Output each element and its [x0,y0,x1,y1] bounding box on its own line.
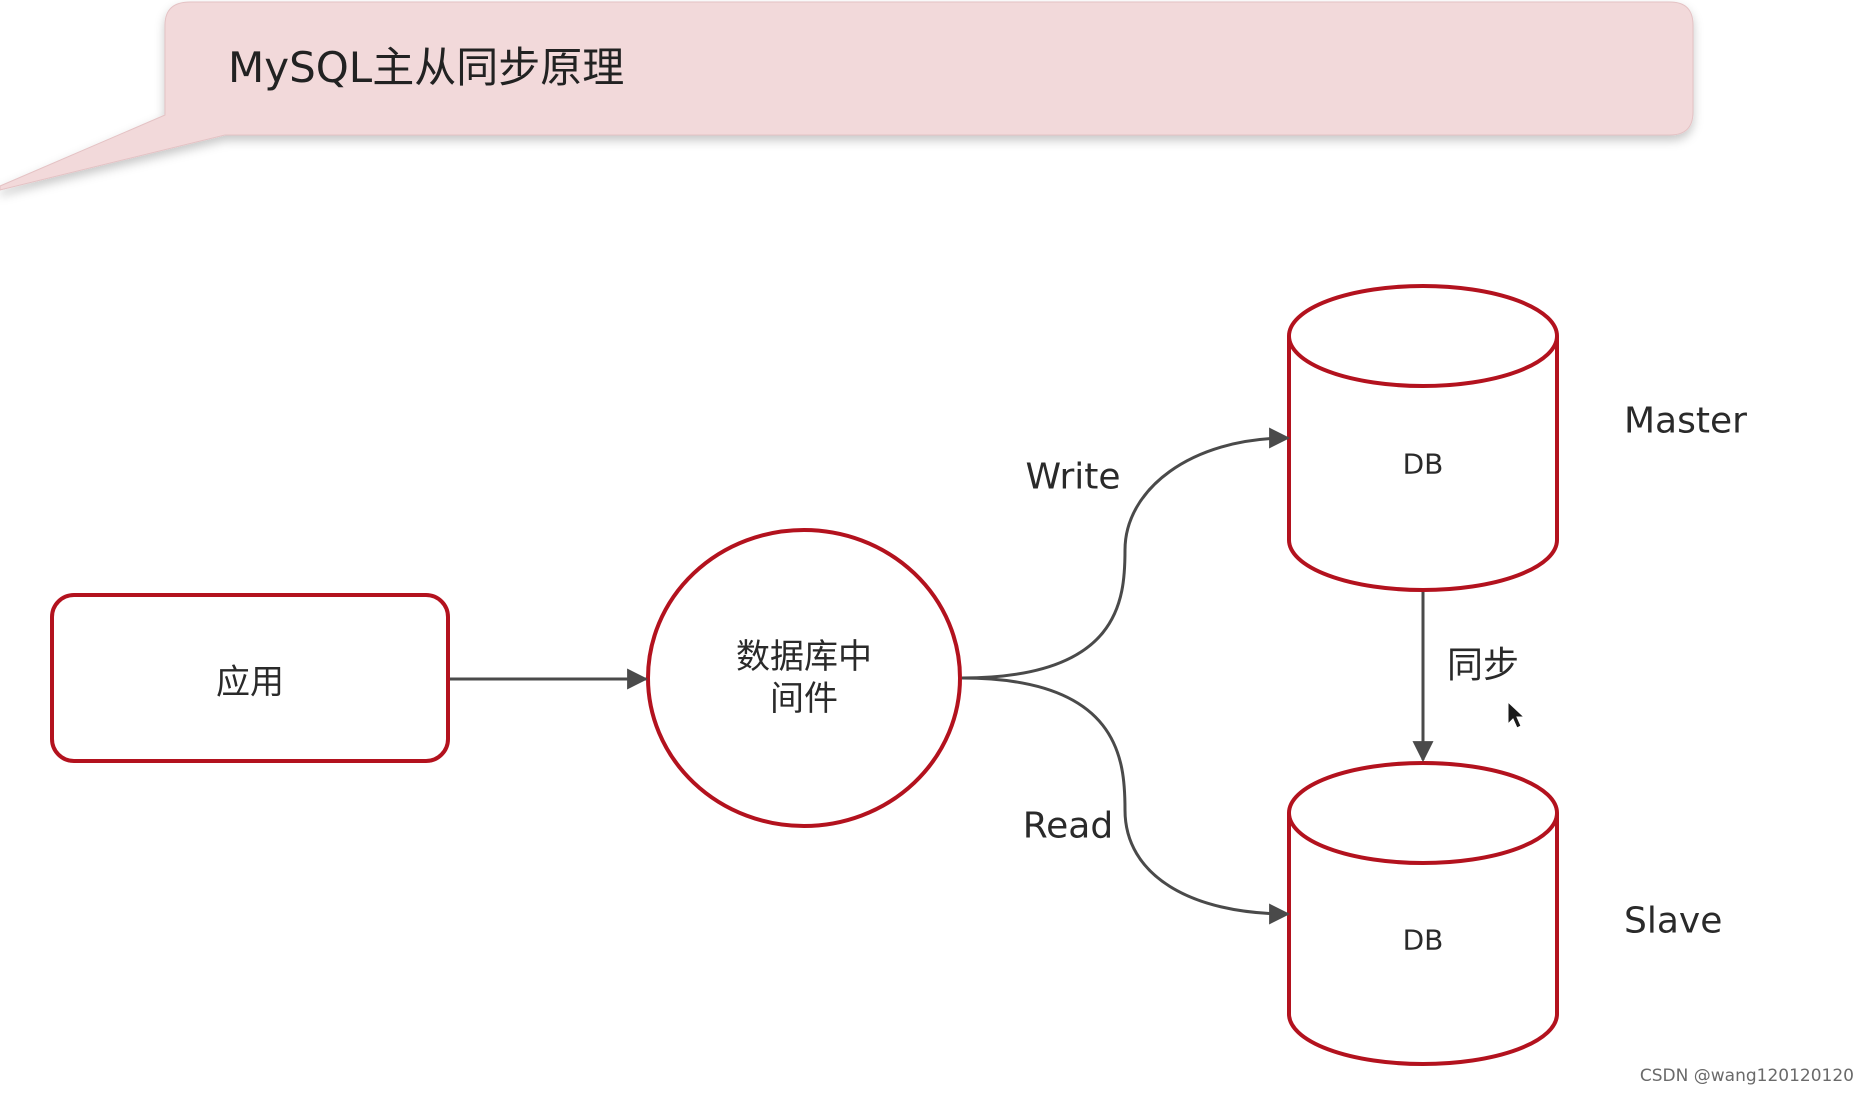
master-db-top [1287,284,1559,388]
page-title: MySQL主从同步原理 [228,43,625,92]
write-edge-arrow [961,427,1291,680]
slave-db-cylinder [1287,761,1559,1066]
slave-db-label: DB [1402,923,1444,957]
middleware-label-line-1: 数据库中 [736,637,872,677]
slave-db-body [1287,813,1559,1066]
watermark: CSDN @wang120120120 [1639,1066,1854,1086]
slave-role-label: Slave [1624,900,1723,942]
master-db-cylinder [1287,284,1559,592]
mouse-cursor-icon [1507,700,1526,729]
sync-edge-label: 同步 [1446,645,1520,686]
middleware-label-line-2: 间件 [770,679,838,719]
slave-db-top [1287,761,1559,865]
title-banner [0,1,1694,191]
title-banner-shape [0,1,1694,191]
app-node-label: 应用 [216,662,284,703]
master-role-label: Master [1624,400,1747,442]
app-node-box [50,593,450,763]
middleware-node-label: 数据库中 间件 [736,636,872,720]
read-edge-label: Read [1022,805,1114,847]
master-db-label: DB [1402,447,1444,481]
write-edge-label: Write [1025,456,1121,498]
read-edge-arrow [961,676,1291,925]
master-db-body [1287,336,1559,592]
